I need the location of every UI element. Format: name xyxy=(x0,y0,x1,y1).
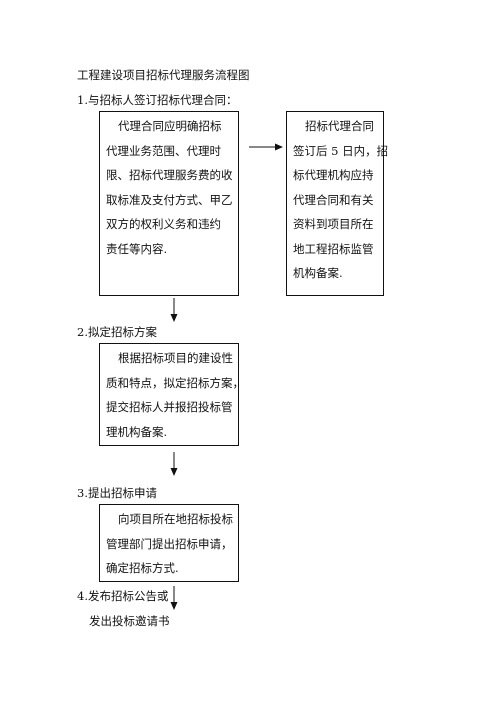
step-1-line: 双方的权利义务和违约 xyxy=(106,217,221,231)
step-4-heading-line-1: 4.发布招标公告或 xyxy=(77,589,169,603)
step-2-box: 根据招标项目的建设性 质和特点，拟定招标方案， 提交招标人并报招投标管 理机构备… xyxy=(99,343,244,446)
step-1-line: 代理合同应明确招标 xyxy=(118,119,222,133)
down-arrow-icon xyxy=(170,586,178,610)
step-2-line: 理机构备案. xyxy=(106,424,168,439)
step-2-heading: 2.拟定招标方案 xyxy=(77,325,157,339)
step-1-line: 取标准及支付方式、甲乙 xyxy=(106,192,233,207)
step-3-line: 向项目所在地招标投标 xyxy=(118,512,233,526)
step-1-side-box: 招标代理合同 签订后 5 日内，招 标代理机构应持 代理合同和有关 资料到项目所… xyxy=(286,111,389,296)
step-1-box: 代理合同应明确招标 代理业务范围、代理时 限、招标代理服务费的收 取标准及支付方… xyxy=(99,111,239,296)
down-arrow-icon xyxy=(170,452,178,476)
down-arrow-icon xyxy=(170,298,178,322)
step-1-side-line: 资料到项目所在 xyxy=(293,217,374,231)
step-4-heading-line-2: 发出投标邀请书 xyxy=(89,614,170,628)
step-1-side-line: 地工程招标监管 xyxy=(293,241,374,256)
step-2-line: 根据招标项目的建设性 xyxy=(118,351,233,365)
step-2-line: 提交招标人并报招投标管 xyxy=(106,400,233,414)
step-3-box: 向项目所在地招标投标 管理部门提出招标申请， 确定招标方式. xyxy=(99,504,239,582)
step-1-line: 限、招标代理服务费的收 xyxy=(106,168,233,182)
step-3-heading: 3.提出招标申请 xyxy=(77,486,157,500)
step-1-side-line: 招标代理合同 xyxy=(305,119,374,133)
step-2-line: 质和特点，拟定招标方案， xyxy=(106,375,244,390)
step-3-line: 管理部门提出招标申请， xyxy=(106,536,233,551)
step-3-line: 确定招标方式. xyxy=(106,561,179,575)
step-1-side-line: 标代理机构应持 xyxy=(293,168,374,182)
step-1-side-line: 代理合同和有关 xyxy=(293,192,374,207)
step-1-line: 代理业务范围、代理时 xyxy=(106,143,221,158)
step-1-side-line: 机构备案. xyxy=(293,266,343,280)
right-arrow-icon xyxy=(249,143,283,151)
step-1-heading: 1.与招标人签订招标代理合同： xyxy=(77,93,238,107)
step-1-side-line: 签订后 5 日内，招 xyxy=(293,143,389,158)
page-title: 工程建设项目招标代理服务流程图 xyxy=(77,68,250,82)
step-1-line: 责任等内容. xyxy=(106,241,168,256)
